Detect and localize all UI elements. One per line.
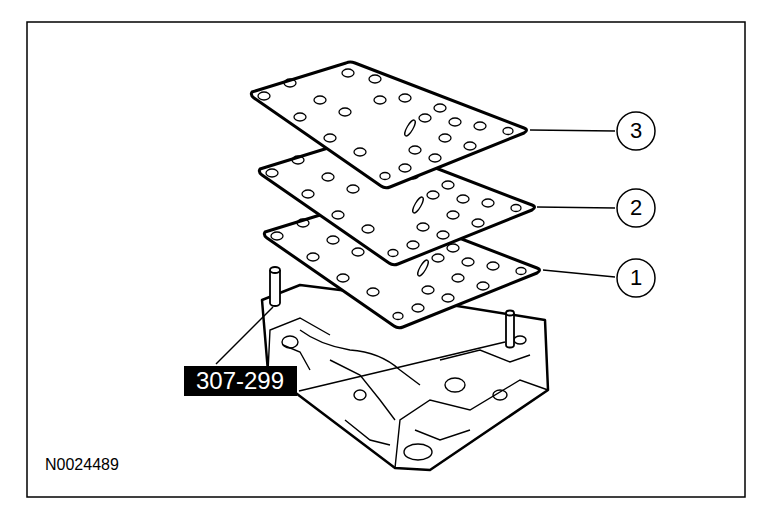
gasket-plate [251, 62, 526, 188]
tool-number-text: 307-299 [196, 369, 284, 393]
tool-number-box: 307-299 [184, 366, 297, 396]
callout-number-text: 3 [630, 120, 642, 142]
callout-number-text: 2 [630, 197, 642, 219]
callout-number: 1 [616, 258, 656, 298]
figure-number: N0024489 [45, 457, 119, 473]
callout-number: 2 [616, 188, 656, 228]
callout-circle-outline [617, 189, 655, 227]
callout-number: 3 [616, 111, 656, 151]
frame [27, 22, 745, 497]
callout-number-text: 1 [630, 267, 642, 289]
callout-circle-outline [617, 259, 655, 297]
callout-circle-outline [617, 112, 655, 150]
leader-lines [216, 130, 615, 391]
